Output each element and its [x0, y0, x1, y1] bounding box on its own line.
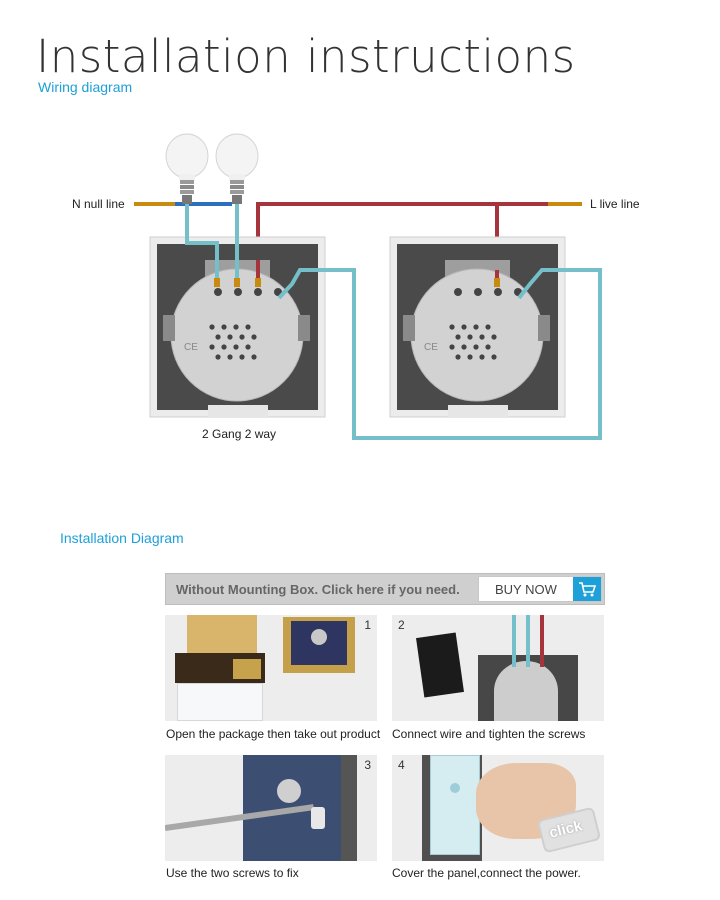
step-4-image: click 4 — [392, 755, 604, 861]
n-line-label: N null line — [72, 197, 125, 211]
l-line-label: L live line — [590, 197, 640, 211]
switch-module-2: CE — [389, 236, 566, 418]
step-1-image: 1 — [165, 615, 377, 721]
step-3-image: 3 — [165, 755, 377, 861]
page-title: Installation instructions — [36, 30, 576, 83]
step-2-image: 2 — [392, 615, 604, 721]
step-4-number: 4 — [398, 758, 405, 772]
step-3-number: 3 — [364, 758, 371, 772]
cart-icon — [573, 577, 601, 601]
wiring-diagram-heading: Wiring diagram — [38, 79, 133, 95]
buy-now-button[interactable]: BUY NOW — [478, 576, 602, 602]
mounting-box-banner[interactable]: Without Mounting Box. Click here if you … — [165, 573, 605, 605]
wiring-diagram: CE CE N null line L live line 2 Gan — [72, 133, 640, 441]
step-3-caption: Use the two screws to fix — [166, 866, 299, 880]
light-bulb-2 — [215, 133, 259, 204]
traveller-wire — [277, 268, 602, 440]
buy-now-label: BUY NOW — [495, 582, 557, 597]
svg-text:CE: CE — [424, 342, 438, 353]
step-2-caption: Connect wire and tighten the screws — [392, 727, 586, 741]
step-2-number: 2 — [398, 618, 405, 632]
svg-text:CE: CE — [184, 342, 198, 353]
gang-label: 2 Gang 2 way — [202, 427, 276, 441]
lamp-wires — [185, 204, 239, 285]
step-1-number: 1 — [364, 618, 371, 632]
banner-text: Without Mounting Box. Click here if you … — [176, 582, 460, 597]
light-bulb-1 — [165, 133, 209, 204]
step-1-caption: Open the package then take out product — [166, 727, 381, 741]
installation-heading: Installation Diagram — [60, 530, 184, 546]
step-4-caption: Cover the panel,connect the power. — [392, 866, 581, 880]
